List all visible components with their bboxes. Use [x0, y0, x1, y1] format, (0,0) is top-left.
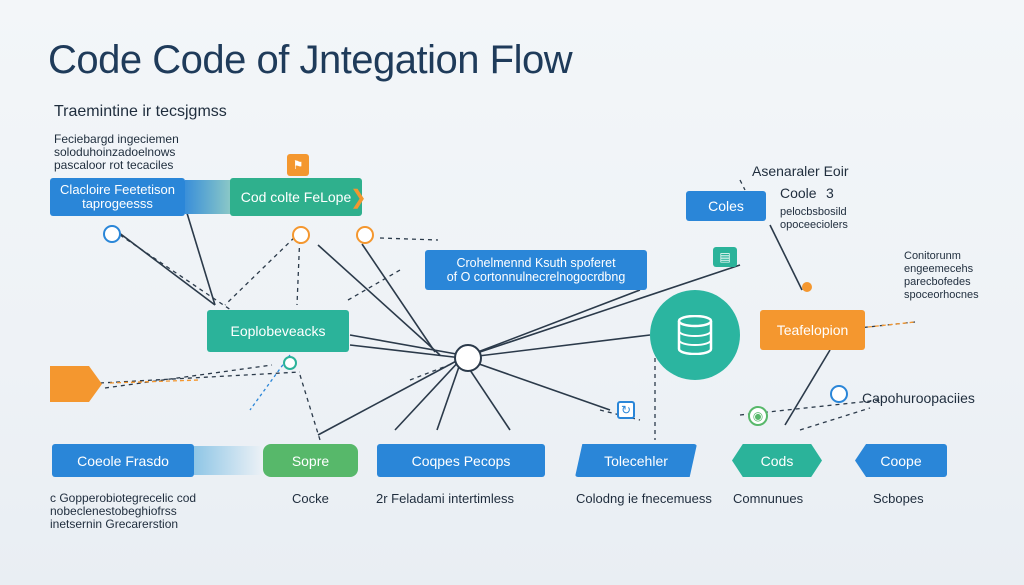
flag-icon: ⚑ — [287, 154, 309, 176]
gear-icon: ◉ — [748, 406, 768, 426]
bottom-box-2[interactable]: Sopre — [263, 444, 358, 477]
right-orange-box[interactable]: Teafelopion — [760, 310, 865, 350]
orange-dot-icon — [802, 282, 812, 292]
explore-box[interactable]: Eoplobeveacks — [207, 310, 349, 352]
bottom-caption-2: Cocke — [292, 491, 329, 506]
bottom-box-1[interactable]: Coeole Frasdo — [52, 444, 194, 477]
dot-icon — [283, 356, 297, 370]
code-loop-box[interactable]: Cod colte FeLope — [230, 178, 362, 216]
bottom-caption-5: Comnunues — [733, 491, 804, 506]
coles-box[interactable]: Coles — [686, 191, 766, 221]
bottom-caption-1: c Gopperobiotegrecelic cod nobeclenestob… — [50, 491, 197, 531]
hub-icon[interactable] — [454, 344, 482, 372]
right-caption: Capohuroopaciies — [862, 390, 975, 406]
right-mid-note: Conitorunm engeemecehs parecbofedes spoc… — [904, 250, 979, 301]
bottom-box-3[interactable]: Coqpes Pecops — [377, 444, 545, 477]
chevron-right-icon: ❯ — [350, 187, 367, 209]
gear-icon — [356, 226, 374, 244]
bottom-box-5[interactable]: Cods — [732, 444, 822, 477]
gear-icon — [292, 226, 310, 244]
central-process-box[interactable]: Crohelmennd Ksuth spoferet of O cortonnu… — [425, 250, 647, 290]
right-top-number: 3 — [826, 185, 834, 201]
code-icon: ↻ — [617, 401, 635, 419]
link-icon — [830, 385, 848, 403]
bottom-caption-6: Scbopes — [873, 491, 924, 506]
process-box-top-left[interactable]: Clacloire Feetetison taprogeesss — [50, 178, 185, 216]
right-top-code: Coole — [780, 185, 817, 201]
link-icon — [103, 225, 121, 243]
bottom-caption-3: 2r Feladami intertimless — [376, 491, 514, 506]
page-subtitle: Traemintine ir tecsjgmss — [54, 103, 227, 120]
bottom-caption-4: Colodng ie fnecemuess — [576, 491, 712, 506]
bottom-box-6[interactable]: Coope — [855, 444, 947, 477]
right-top-title: Asenaraler Eoir — [752, 163, 849, 179]
gradient-connector — [194, 446, 264, 475]
page-title: Code Code of Jntegation Flow — [48, 38, 573, 82]
right-top-note: pelocbsbosild opoceeciolers — [780, 206, 848, 231]
bottom-box-4[interactable]: Tolecehler — [575, 444, 697, 477]
code-icon: ▤ — [713, 247, 737, 267]
intro-note: Feciebargd ingeciemen soloduhoinzadoelno… — [54, 132, 179, 172]
database-icon[interactable] — [650, 290, 740, 380]
